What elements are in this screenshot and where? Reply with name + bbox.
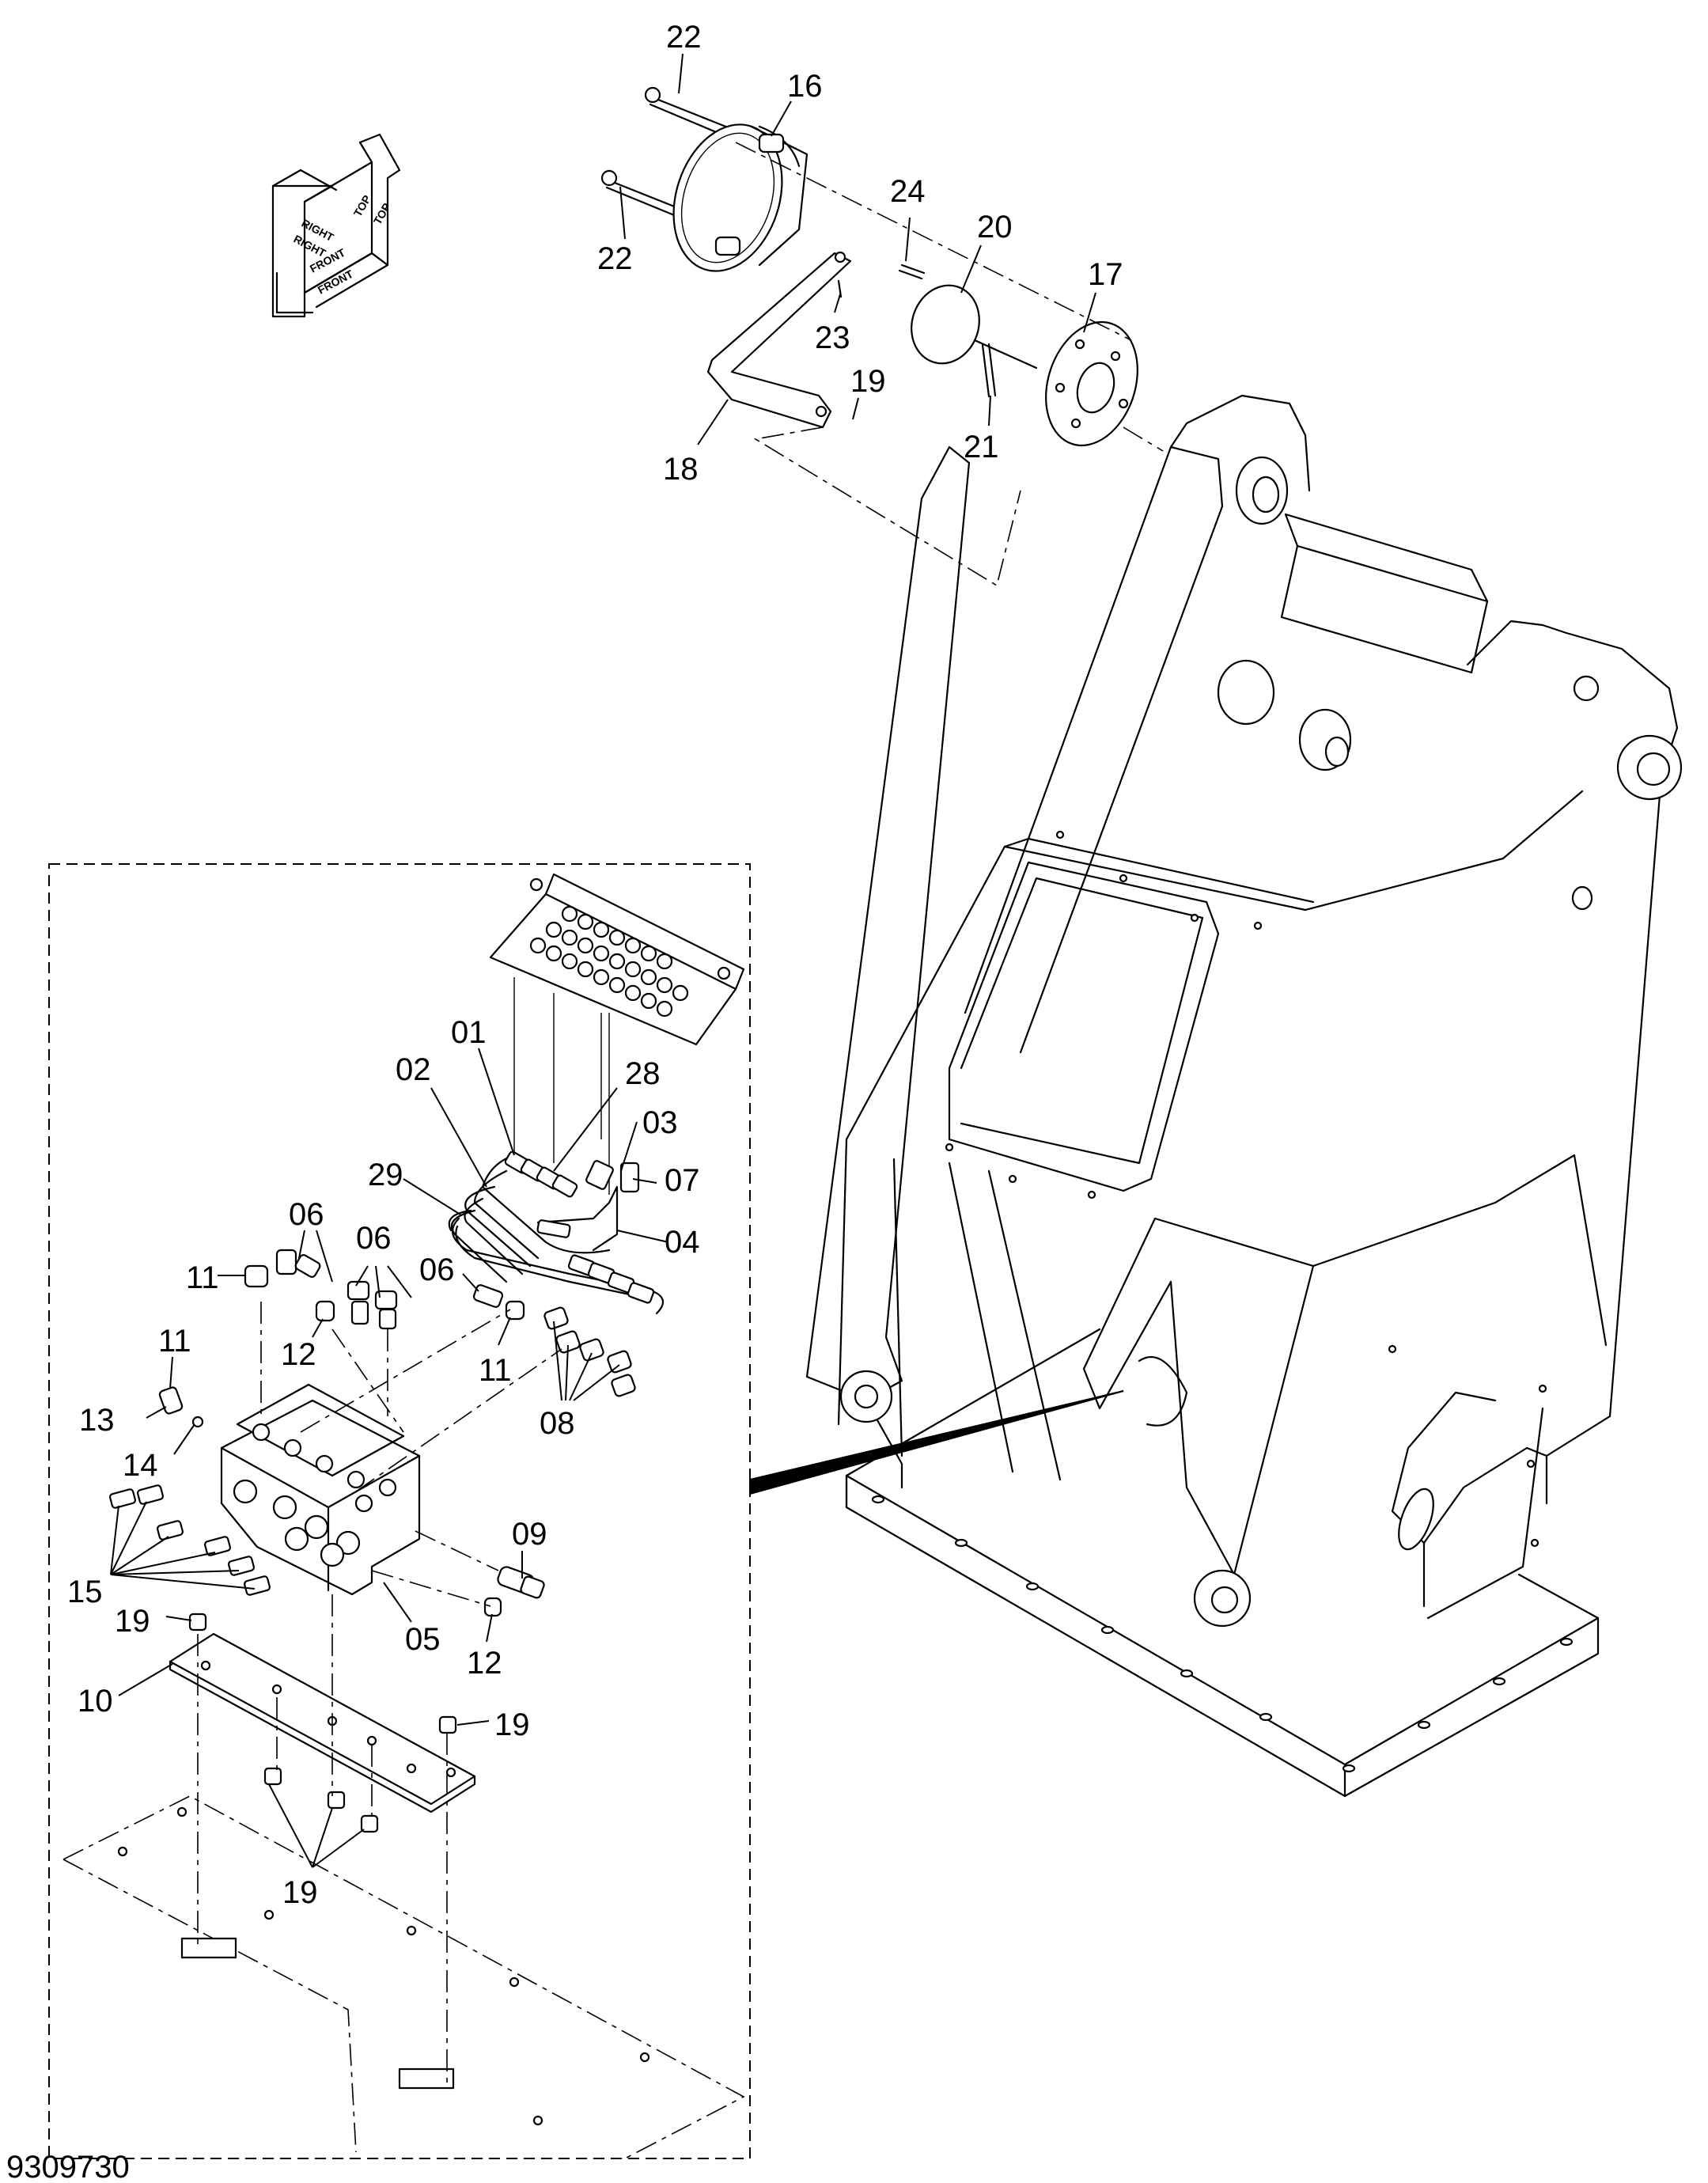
callout-08: 08 <box>540 1406 575 1441</box>
callout-22-left: 22 <box>597 241 633 276</box>
callout-21: 21 <box>964 430 999 464</box>
hose-29 <box>451 1217 665 1315</box>
hose-04 <box>536 1185 619 1252</box>
callout-06-b: 06 <box>356 1221 392 1256</box>
callout-01: 01 <box>451 1015 487 1050</box>
callout-09: 09 <box>512 1517 547 1552</box>
assembly-line-bracket <box>753 426 1021 587</box>
inset-border <box>48 863 751 2159</box>
callout-labels: 22 16 22 24 20 17 23 19 21 18 01 28 02 0… <box>67 20 1123 1910</box>
inset-pointer <box>749 1390 1124 1495</box>
callout-11-c: 11 <box>158 1324 191 1359</box>
callout-06-c: 06 <box>419 1253 455 1287</box>
drawing-number: 9309730 <box>6 2150 130 2183</box>
callout-05: 05 <box>405 1622 441 1657</box>
callout-24: 24 <box>890 174 926 209</box>
callout-17: 17 <box>1088 257 1123 292</box>
rail-fittings <box>529 905 689 1018</box>
callout-19-a: 19 <box>115 1604 150 1639</box>
screw-21 <box>981 343 997 398</box>
detail-inset <box>48 863 1124 2159</box>
callout-11-b: 11 <box>479 1353 512 1388</box>
dir-label-top-2: TOP <box>371 201 393 227</box>
pin-23 <box>837 279 843 298</box>
callout-02: 02 <box>396 1052 431 1087</box>
valve-block-05 <box>220 1383 421 1596</box>
callout-19-b: 19 <box>494 1707 530 1742</box>
callout-07: 07 <box>665 1163 700 1198</box>
callout-23: 23 <box>815 320 850 355</box>
screw-24 <box>898 263 926 280</box>
base-plate <box>845 1474 1600 1798</box>
screws-19 <box>188 1613 457 1833</box>
fittings-06 <box>275 1249 504 1330</box>
callout-13: 13 <box>79 1403 115 1438</box>
plate-20 <box>911 284 1038 370</box>
dir-label-top-1: TOP <box>351 193 373 219</box>
callout-22-top: 22 <box>666 20 702 55</box>
hinge-bracket-18 <box>706 251 852 429</box>
assembly-line-flange <box>1123 426 1164 452</box>
callout-10: 10 <box>78 1684 113 1719</box>
callout-04: 04 <box>665 1225 700 1260</box>
flange-17 <box>1045 320 1138 447</box>
frame-rivets <box>945 830 1547 1548</box>
base-holes <box>871 1495 1574 1773</box>
assembly-line-cover <box>735 142 1132 341</box>
hose-bundle <box>448 1150 665 1315</box>
callout-06-a: 06 <box>289 1197 324 1232</box>
callout-18: 18 <box>663 452 699 487</box>
frame-window <box>948 861 1220 1192</box>
callout-15: 15 <box>67 1575 103 1609</box>
callout-16: 16 <box>787 69 823 104</box>
callout-11-a: 11 <box>186 1260 219 1295</box>
inset-assembly-lines <box>197 1302 562 2089</box>
leader-lines <box>110 53 1096 1868</box>
dir-label-front-2: FRONT <box>316 267 355 297</box>
fittings-08 <box>543 1306 636 1397</box>
mounting-plate-10 <box>169 1632 476 1813</box>
elbow-09 <box>497 1566 545 1599</box>
callout-19-top: 19 <box>850 364 886 399</box>
floor-outline <box>62 1795 745 2159</box>
callout-03: 03 <box>642 1105 678 1140</box>
top-assembly <box>600 86 1164 587</box>
callout-29: 29 <box>368 1158 403 1192</box>
callout-28: 28 <box>625 1056 661 1091</box>
callout-19-c: 19 <box>282 1875 318 1910</box>
callout-12-a: 12 <box>281 1337 316 1372</box>
terminal-rail <box>489 873 745 1195</box>
direction-indicator: TOP TOP RIGHT RIGHT FRONT FRONT <box>271 133 401 318</box>
main-frame <box>805 394 1683 1798</box>
callout-12-b: 12 <box>467 1646 502 1681</box>
connectors-15 <box>108 1484 271 1596</box>
cover-ring-16 <box>672 123 809 272</box>
callout-20: 20 <box>977 210 1013 244</box>
callout-14: 14 <box>123 1448 158 1483</box>
